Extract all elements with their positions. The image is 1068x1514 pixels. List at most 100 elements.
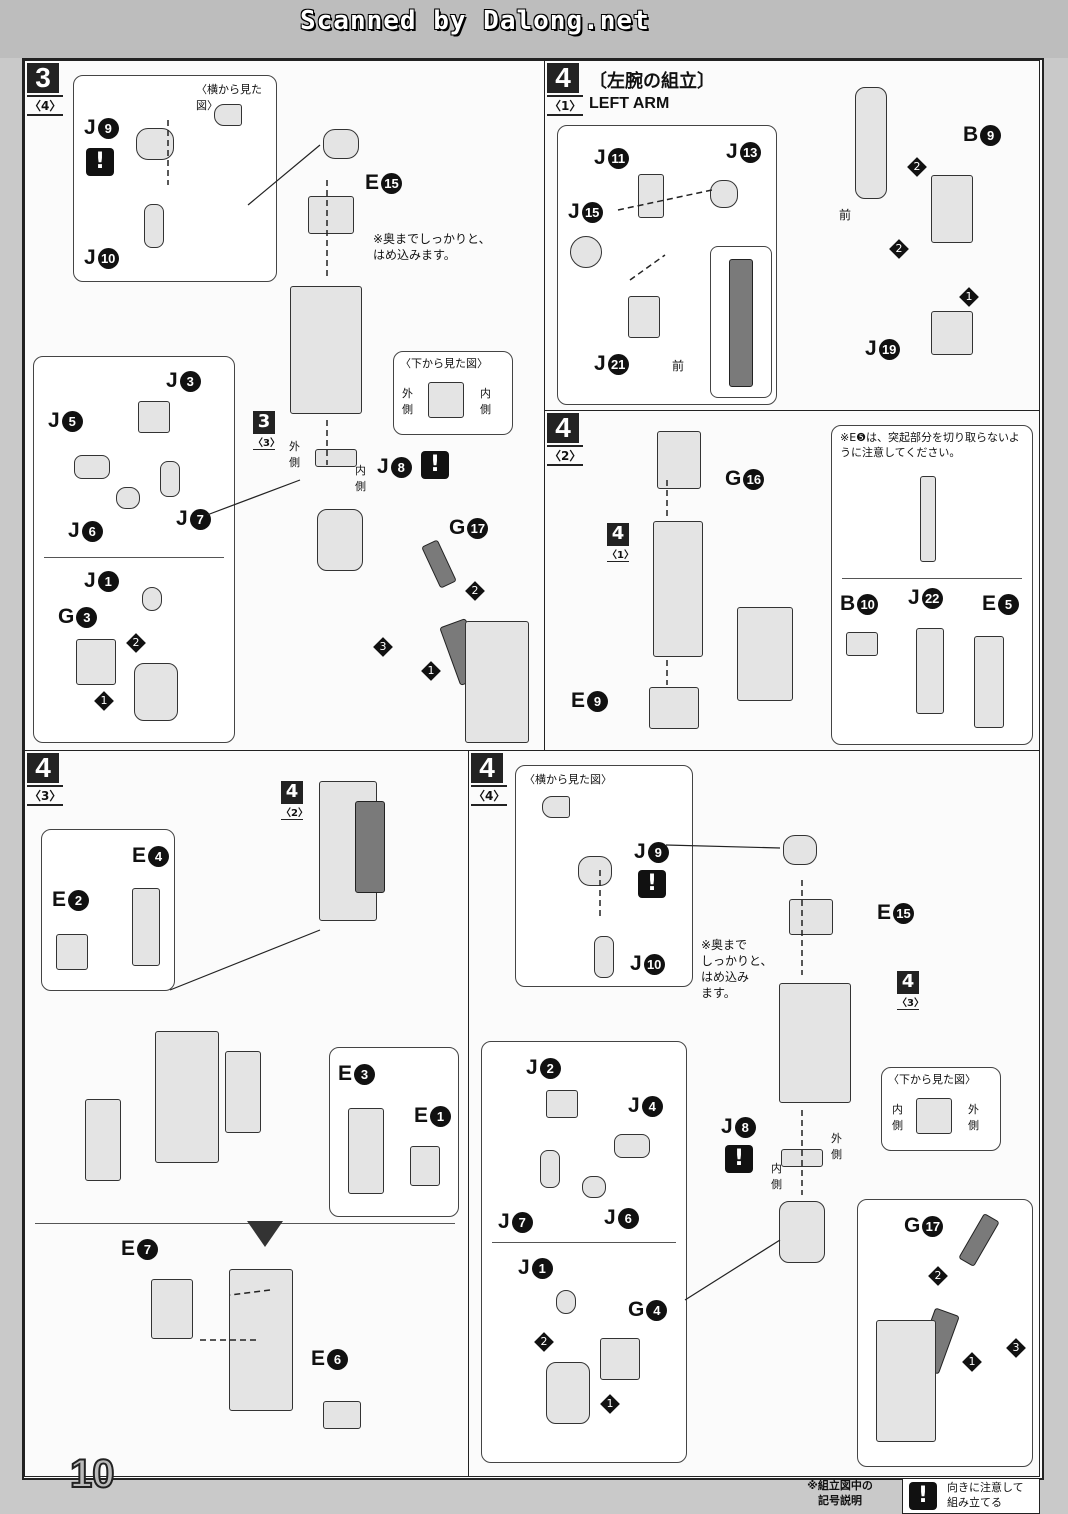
bottom-view-part bbox=[916, 1098, 952, 1134]
bottom-view-caption: 〈下から見た図〉 bbox=[400, 357, 488, 370]
part-j8 bbox=[315, 449, 357, 467]
part-j8 bbox=[781, 1149, 823, 1167]
step-marker-3: 3 bbox=[1006, 1338, 1026, 1358]
part-g17 bbox=[421, 539, 457, 589]
bottom-view-part bbox=[428, 382, 464, 418]
step-marker-1: 1 bbox=[94, 691, 114, 711]
step-number: 4 bbox=[547, 63, 579, 93]
step-marker-2: 2 bbox=[465, 581, 485, 601]
ref-step-4-2: 4 〈2〉 bbox=[281, 781, 308, 820]
inner-side-label: 内側 bbox=[480, 387, 491, 416]
scan-header-bar: Scanned by Dalong.net bbox=[0, 0, 1068, 58]
part-g3 bbox=[76, 639, 116, 685]
arm-upper-assembly bbox=[653, 521, 703, 657]
step-number: 3 bbox=[27, 63, 59, 93]
step-marker-1: 1 bbox=[421, 661, 441, 681]
protrusion-detail bbox=[920, 476, 936, 562]
part-j22 bbox=[916, 628, 944, 714]
shoulder-joint bbox=[855, 87, 887, 199]
inner-side-label: 内側 bbox=[892, 1103, 903, 1132]
section-subtitle: LEFT ARM bbox=[589, 95, 670, 112]
arm-assembly-main bbox=[155, 1031, 219, 1163]
legend-title: ※組立図中の 記号説明 bbox=[807, 1479, 873, 1507]
bottom-view-box: 〈下から見た図〉 外側 内側 bbox=[393, 351, 513, 435]
step-marker-2: 2 bbox=[534, 1332, 554, 1352]
side-view-caption: 〈横から見た図〉 bbox=[524, 773, 612, 786]
arm-lower-block bbox=[876, 1320, 936, 1442]
part-g16 bbox=[657, 431, 701, 489]
part-j4 bbox=[614, 1134, 650, 1158]
orientation-warning-icon: ! bbox=[725, 1145, 753, 1173]
part-j9-assembled bbox=[323, 129, 359, 159]
armor-gray-piece bbox=[355, 801, 385, 893]
part-hand bbox=[134, 663, 178, 721]
part-e5 bbox=[974, 636, 1004, 728]
part-e1 bbox=[410, 1146, 440, 1186]
substep-number: 〈4〉 bbox=[471, 785, 508, 806]
step-marker-1: 1 bbox=[962, 1352, 982, 1372]
part-e9 bbox=[649, 687, 699, 729]
part-e7 bbox=[151, 1279, 193, 1339]
step-marker-2: 2 bbox=[889, 239, 909, 259]
caution-note: ※E❺は、突起部分を切り取らないように注意してください。 bbox=[840, 431, 1020, 459]
part-g17 bbox=[958, 1212, 1000, 1268]
part-e6 bbox=[323, 1401, 361, 1429]
inner-joint-box bbox=[710, 246, 772, 398]
part-j5 bbox=[74, 455, 110, 479]
step-marker-2: 2 bbox=[928, 1266, 948, 1286]
part-hand bbox=[546, 1362, 590, 1424]
step-marker-2: 2 bbox=[126, 633, 146, 653]
step-marker-1: 1 bbox=[600, 1394, 620, 1414]
outer-side-label: 外側 bbox=[968, 1103, 979, 1132]
section-title: 〔左腕の組立〕 bbox=[589, 71, 715, 92]
substep-number: 〈2〉 bbox=[547, 445, 584, 466]
outer-label: 外側 bbox=[289, 440, 300, 469]
ref-step-4-3: 4 〈3〉 bbox=[897, 971, 924, 1010]
scan-watermark: Scanned by Dalong.net bbox=[300, 6, 650, 36]
ref-step-3-3: 3 〈3〉 bbox=[253, 411, 280, 450]
bottom-view-caption: 〈下から見た図〉 bbox=[888, 1073, 976, 1086]
part-j2 bbox=[546, 1090, 578, 1118]
part-j1 bbox=[142, 587, 162, 611]
step-marker-2: 2 bbox=[907, 157, 927, 177]
divider bbox=[842, 578, 1022, 579]
part-g4 bbox=[600, 1338, 640, 1380]
inner-joint-part bbox=[729, 259, 753, 387]
part-j13 bbox=[710, 180, 738, 208]
step-marker-3: 3 bbox=[373, 637, 393, 657]
arm-upper-block bbox=[290, 286, 362, 414]
legend-warn-text: 向きに注意して 組み立てる bbox=[947, 1481, 1024, 1509]
substep-number: 〈1〉 bbox=[547, 95, 584, 116]
bottom-view-box: 〈下から見た図〉 内側 外側 bbox=[881, 1067, 1001, 1151]
step-number: 4 bbox=[471, 753, 503, 783]
side-armor-right bbox=[225, 1051, 261, 1133]
